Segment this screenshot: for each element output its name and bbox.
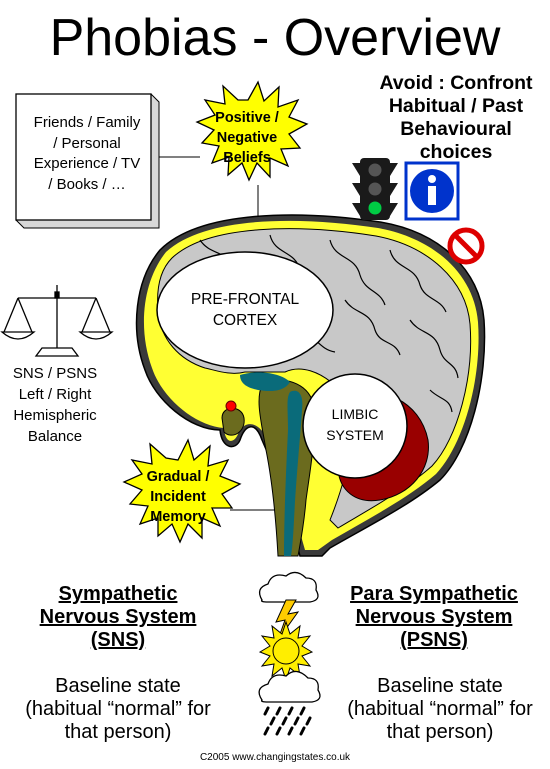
sns-baseline-line: that person) <box>64 721 172 743</box>
no-entry-icon <box>447 227 485 265</box>
memory-label: Gradual / Incident Memory <box>123 467 233 527</box>
beliefs-label: Positive / Negative Beliefs <box>197 108 297 168</box>
influences-label: Friends / Family / Personal Experience /… <box>22 113 152 195</box>
limbic-system-region <box>302 373 408 479</box>
sns-baseline-line: Baseline state <box>55 675 181 697</box>
storm-cloud-icon <box>258 571 319 641</box>
psns-baseline-line: that person) <box>386 721 494 743</box>
influences-line: Experience / TV <box>33 155 141 172</box>
balance-line: SNS / PSNS <box>12 365 98 382</box>
traffic-light-icon <box>352 158 398 220</box>
choices-line: Avoid : Confront <box>379 72 533 94</box>
prefrontal-line: PRE-FRONTAL <box>190 291 300 308</box>
sns-baseline-line: (habitual “normal” for <box>25 698 211 720</box>
sns-heading: Sympathetic Nervous System (SNS) <box>8 583 228 652</box>
choices-line: choices <box>419 141 493 163</box>
sns-heading-line: Sympathetic <box>58 583 178 605</box>
prefrontal-cortex-label: PRE-FRONTAL CORTEX <box>175 289 315 331</box>
beliefs-line: Negative <box>216 130 278 146</box>
sns-baseline-text: Baseline state (habitual “normal” for th… <box>0 675 236 744</box>
sns-heading-line: Nervous System <box>39 606 197 628</box>
psns-heading: Para Sympathetic Nervous System (PSNS) <box>318 583 550 652</box>
limbic-system-label: LIMBIC SYSTEM <box>310 404 400 446</box>
choices-line: Behavioural <box>400 118 512 140</box>
psns-heading-line: Nervous System <box>355 606 513 628</box>
page-title: Phobias - Overview <box>49 9 501 67</box>
beliefs-line: Positive / <box>215 110 279 126</box>
balance-line: Balance <box>27 428 83 445</box>
balance-line: Left / Right <box>18 386 92 403</box>
psns-baseline-line: (habitual “normal” for <box>347 698 533 720</box>
choices-line: Habitual / Past <box>388 95 524 117</box>
prefrontal-line: CORTEX <box>212 312 278 329</box>
choices-label: Avoid : Confront Habitual / Past Behavio… <box>362 72 550 164</box>
psns-baseline-text: Baseline state (habitual “normal” for th… <box>330 675 550 744</box>
scales-icon <box>0 285 114 357</box>
limbic-line: SYSTEM <box>326 427 384 443</box>
balance-line: Hemispheric <box>13 407 97 424</box>
rain-cloud-icon <box>258 670 321 736</box>
memory-line: Incident <box>150 489 206 505</box>
psns-heading-line: (PSNS) <box>400 629 468 651</box>
beliefs-starburst <box>195 80 309 182</box>
brain-illustration <box>135 214 486 557</box>
sns-heading-line: (SNS) <box>90 629 146 651</box>
limbic-line: LIMBIC <box>331 406 379 422</box>
sun-icon <box>258 620 314 682</box>
influences-line: / Books / … <box>48 175 126 193</box>
memory-line: Gradual / <box>146 469 210 485</box>
memory-starburst <box>122 438 242 544</box>
psns-heading-line: Para Sympathetic <box>350 583 518 605</box>
memory-line: Memory <box>150 509 206 525</box>
influences-line: / Personal <box>53 134 121 152</box>
influences-box <box>15 93 160 229</box>
beliefs-line: Beliefs <box>223 150 271 166</box>
balance-label: SNS / PSNS Left / Right Hemispheric Bala… <box>0 363 110 447</box>
prefrontal-cortex-region <box>156 251 334 369</box>
influences-line: Friends / Family <box>33 114 141 131</box>
info-icon <box>404 161 460 221</box>
copyright-text: C2005 www.changingstates.co.uk <box>199 752 351 763</box>
psns-baseline-line: Baseline state <box>377 675 503 697</box>
